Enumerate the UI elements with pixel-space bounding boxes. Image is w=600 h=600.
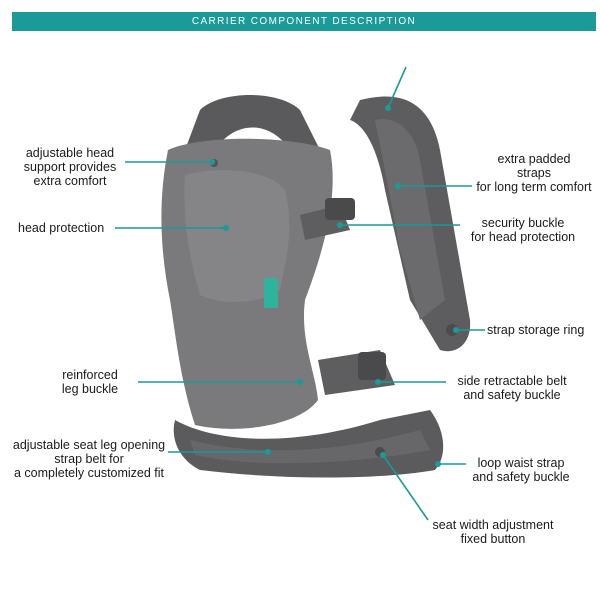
brand-tag bbox=[264, 278, 278, 308]
head-protection-panel bbox=[184, 170, 290, 302]
storage-ring bbox=[446, 324, 458, 336]
label-loop-waist-strap: loop waist strap and safety buckle bbox=[472, 456, 570, 484]
callout-line-seat-width bbox=[382, 454, 429, 521]
waist-belt-top bbox=[190, 430, 430, 464]
top-loop bbox=[185, 95, 320, 150]
label-reinforced-leg-buckle: reinforced leg buckle bbox=[61, 368, 119, 396]
label-strap-storage-ring: strap storage ring bbox=[487, 323, 585, 337]
label-seat-width-adjustment: seat width adjustment fixed button bbox=[432, 518, 554, 546]
side-buckle bbox=[358, 352, 386, 380]
label-seat-leg-opening: adjustable seat leg opening strap belt f… bbox=[12, 438, 166, 480]
label-head-protection: head protection bbox=[18, 221, 105, 235]
shoulder-strap-inner bbox=[375, 119, 445, 321]
label-adjustable-head-support: adjustable head support provides extra c… bbox=[23, 146, 117, 188]
label-extra-padded-straps: extra padded straps for long term comfor… bbox=[476, 152, 592, 194]
security-buckle-shape bbox=[325, 198, 355, 220]
label-security-buckle: security buckle for head protection bbox=[470, 216, 576, 244]
section-title-banner: CARRIER COMPONENT DESCRIPTION bbox=[12, 12, 596, 31]
label-side-retractable-belt: side retractable belt and safety buckle bbox=[457, 374, 567, 402]
callout-line-top bbox=[387, 66, 407, 109]
